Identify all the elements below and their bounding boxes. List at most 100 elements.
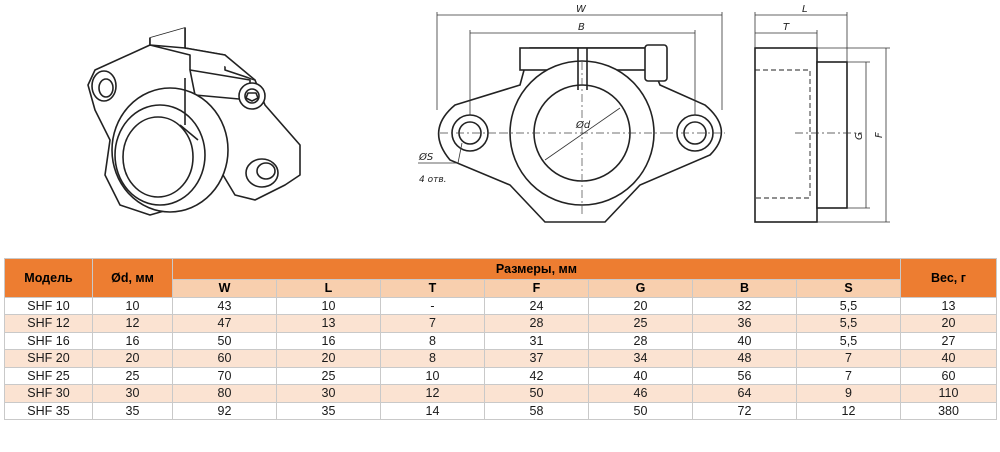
front-dimensions [418,12,723,164]
table-cell: 20 [900,314,997,333]
table-cell: 5,5 [796,331,901,350]
table-cell: 20 [588,296,693,315]
table-cell: 72 [692,401,797,420]
table-cell: 7 [796,349,901,368]
holes-note: 4 отв. [419,175,447,185]
table-cell: 16 [92,331,173,350]
dim-label-G: G [854,132,865,140]
table-cell: SHF 20 [4,349,93,368]
table-cell: 32 [692,296,797,315]
table-cell: 28 [484,314,589,333]
table-cell: 10 [92,296,173,315]
subheader-W: W [172,279,277,298]
table-cell: 64 [692,384,797,403]
specifications-table: Модель Ød, мм Размеры, мм Вес, г W L T F… [4,258,997,420]
side-dimensions [754,12,890,223]
table-cell: 8 [380,349,485,368]
side-view [754,47,848,223]
table-cell: 42 [484,366,589,385]
table-cell: 25 [92,366,173,385]
table-cell: 34 [588,349,693,368]
dim-label-W: W [576,4,587,15]
table-cell: 46 [588,384,693,403]
technical-drawing: W B Ød ØS 4 отв. L T G F [87,4,890,223]
table-cell: SHF 25 [4,366,93,385]
table-cell: 40 [692,331,797,350]
table-cell: 31 [484,331,589,350]
table-cell: 8 [380,331,485,350]
table-cell: 20 [276,349,381,368]
table-cell: 40 [900,349,997,368]
table-cell: 9 [796,384,901,403]
subheader-S: S [796,279,901,298]
table-cell: 56 [692,366,797,385]
header-model: Модель [4,258,93,298]
dim-label-S: ØS [418,151,434,163]
header-dimensions: Размеры, мм [172,258,901,280]
subheader-B: B [692,279,797,298]
table-cell: SHF 10 [4,296,93,315]
table-cell: 35 [92,401,173,420]
subheader-T: T [380,279,485,298]
front-centerlines [440,62,725,215]
dim-label-F: F [874,132,885,138]
dim-label-d: Ød [575,119,591,131]
table-cell: 60 [900,366,997,385]
table-cell: 36 [692,314,797,333]
table-cell: 12 [380,384,485,403]
table-cell: 13 [276,314,381,333]
front-view [437,44,723,223]
table-cell: 28 [588,331,693,350]
table-cell: 50 [172,331,277,350]
table-cell: 43 [172,296,277,315]
table-cell: 92 [172,401,277,420]
table-cell: 80 [172,384,277,403]
dim-label-B: B [578,22,585,33]
table-cell: 25 [276,366,381,385]
table-cell: 7 [380,314,485,333]
subheader-G: G [588,279,693,298]
table-cell: 110 [900,384,997,403]
table-cell: 24 [484,296,589,315]
table-cell: 14 [380,401,485,420]
table-cell: 27 [900,331,997,350]
table-cell: SHF 16 [4,331,93,350]
table-cell: SHF 30 [4,384,93,403]
table-cell: SHF 35 [4,401,93,420]
table-cell: 50 [484,384,589,403]
dim-label-T: T [783,22,790,33]
table-cell: 30 [276,384,381,403]
table-cell: 37 [484,349,589,368]
table-cell: SHF 12 [4,314,93,333]
table-cell: 12 [796,401,901,420]
table-cell: 13 [900,296,997,315]
table-cell: 25 [588,314,693,333]
table-cell: 16 [276,331,381,350]
subheader-F: F [484,279,589,298]
table-cell: 10 [380,366,485,385]
table-cell: 7 [796,366,901,385]
header-weight: Вес, г [900,258,997,298]
table-cell: 50 [588,401,693,420]
table-cell: 48 [692,349,797,368]
table-cell: 70 [172,366,277,385]
table-cell: - [380,296,485,315]
dim-label-L: L [802,4,808,15]
table-cell: 58 [484,401,589,420]
table-cell: 30 [92,384,173,403]
isometric-view [87,27,301,216]
header-diameter: Ød, мм [92,258,173,298]
table-cell: 12 [92,314,173,333]
table-cell: 60 [172,349,277,368]
table-cell: 40 [588,366,693,385]
table-cell: 35 [276,401,381,420]
table-cell: 47 [172,314,277,333]
